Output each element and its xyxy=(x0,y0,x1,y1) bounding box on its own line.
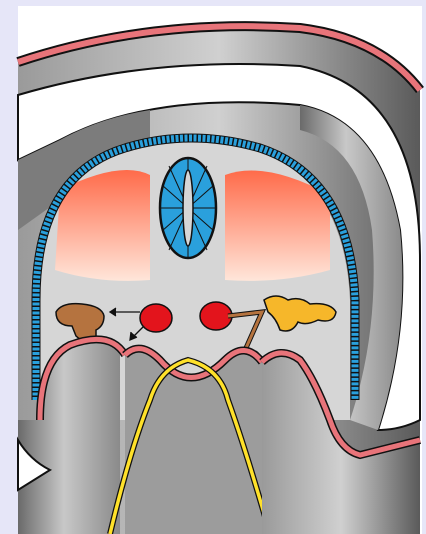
red-cell-left xyxy=(140,304,172,332)
neural-canal xyxy=(183,170,193,246)
red-cell-right xyxy=(200,302,232,330)
